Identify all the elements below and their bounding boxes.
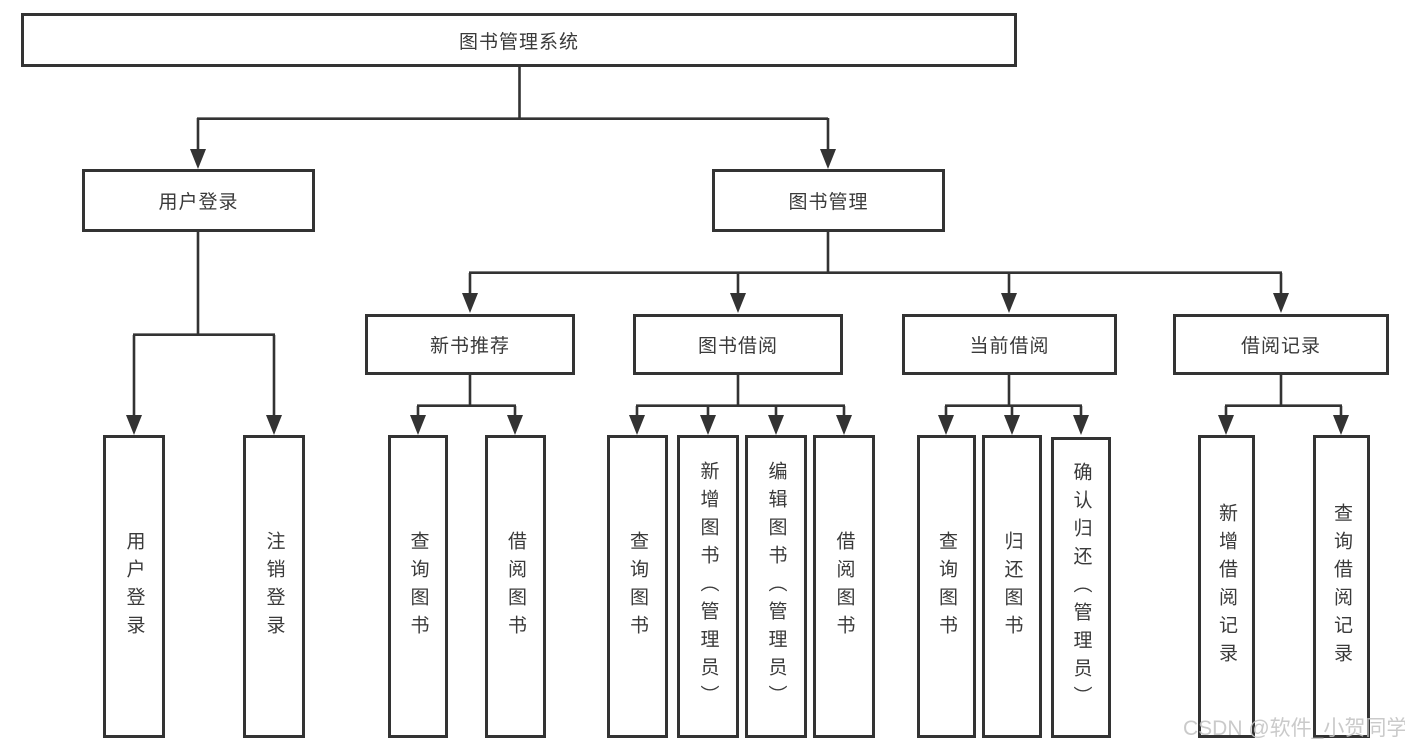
leaf-return-books: 归还图书 xyxy=(982,435,1042,738)
leaf-user-login: 用户登录 xyxy=(103,435,165,738)
node-label: 图书管理 xyxy=(788,192,869,213)
leaf-query-borrow-record: 查询借阅记录 xyxy=(1313,435,1370,738)
leaf-borrow-books-recommend: 借阅图书 xyxy=(485,435,546,738)
node-label: 查询图书 xyxy=(407,530,429,643)
node-new-book-recommend: 新书推荐 xyxy=(365,314,575,375)
node-label: 用户登录 xyxy=(123,530,145,643)
leaf-logout: 注销登录 xyxy=(243,435,305,738)
node-label: 新增图书（管理员） xyxy=(697,460,719,713)
leaf-query-books-recommend: 查询图书 xyxy=(388,435,448,738)
node-label: 图书管理系统 xyxy=(458,31,579,53)
node-user-login-branch: 用户登录 xyxy=(82,169,315,232)
node-label: 借阅图书 xyxy=(833,530,855,643)
leaf-borrow-books: 借阅图书 xyxy=(813,435,875,738)
node-label: 借阅记录 xyxy=(1240,336,1321,357)
node-current-borrow: 当前借阅 xyxy=(902,314,1117,375)
node-label: 图书借阅 xyxy=(697,336,778,357)
node-label: 查询图书 xyxy=(936,530,957,643)
leaf-add-book-admin: 新增图书（管理员） xyxy=(677,435,739,738)
connector-stems xyxy=(132,65,1343,420)
node-label: 新增借阅记录 xyxy=(1216,502,1237,671)
node-label: 当前借阅 xyxy=(969,336,1050,357)
node-label: 查询借阅记录 xyxy=(1331,502,1352,671)
leaf-query-books-current: 查询图书 xyxy=(917,435,976,738)
leaf-add-borrow-record: 新增借阅记录 xyxy=(1198,435,1255,738)
node-label: 用户登录 xyxy=(158,192,239,213)
node-label: 借阅图书 xyxy=(505,530,526,643)
node-label: 归还图书 xyxy=(1001,530,1023,643)
leaf-confirm-return-admin: 确认归还（管理员） xyxy=(1051,437,1111,738)
leaf-edit-book-admin: 编辑图书（管理员） xyxy=(745,435,807,738)
node-label: 注销登录 xyxy=(263,530,285,643)
node-label: 确认归还（管理员） xyxy=(1070,461,1092,714)
node-borrow-records: 借阅记录 xyxy=(1173,314,1389,375)
arrowheads xyxy=(126,149,1349,435)
node-label: 查询图书 xyxy=(627,530,648,643)
node-label: 新书推荐 xyxy=(429,336,510,357)
leaf-query-books-borrow: 查询图书 xyxy=(607,435,668,738)
watermark: CSDN @软件_小贺同学 xyxy=(1183,717,1405,740)
node-library-system: 图书管理系统 xyxy=(21,13,1017,67)
node-book-management: 图书管理 xyxy=(712,169,945,232)
node-label: 编辑图书（管理员） xyxy=(765,460,787,713)
node-book-borrow: 图书借阅 xyxy=(633,314,843,375)
